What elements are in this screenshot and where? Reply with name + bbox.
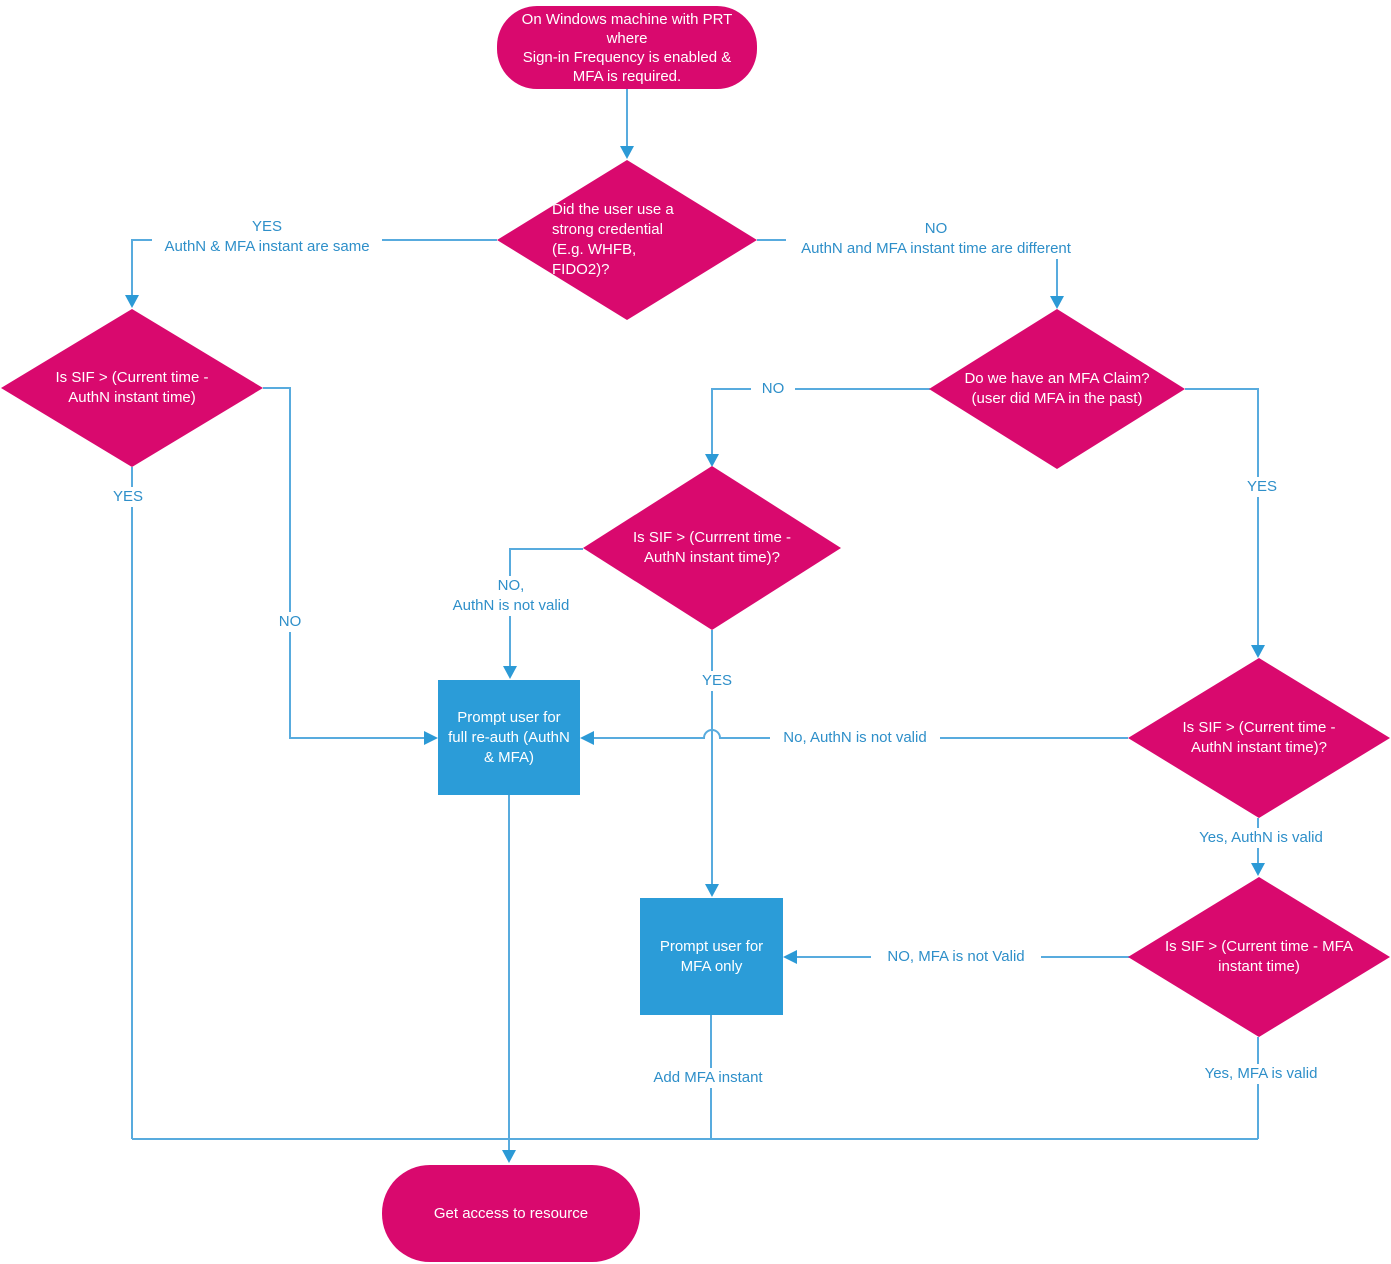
process-mfa-only: Prompt user for MFA only	[640, 898, 783, 1015]
edge-middle-no	[509, 548, 583, 667]
label-no-different: NO AuthN and MFA instant time are differ…	[786, 219, 1086, 259]
process-mfa-only-text: Prompt user for MFA only	[659, 937, 764, 975]
arrowhead-into-right-diamond	[1251, 645, 1265, 658]
decision-mfa-claim-text: Do we have an MFA Claim? (user did MFA i…	[964, 370, 1150, 407]
edge-left-no	[263, 387, 424, 739]
arrowhead-into-mfaonly-right	[783, 950, 797, 964]
arrowhead-into-reauth-right	[580, 731, 594, 745]
arrowhead-into-middle-diamond	[705, 454, 719, 467]
process-full-reauth: Prompt user for full re-auth (AuthN & MF…	[438, 680, 580, 795]
label-add-mfa-instant: Add MFA instant	[643, 1068, 773, 1088]
process-full-reauth-text: Prompt user for full re-auth (AuthN & MF…	[448, 708, 570, 766]
end-terminal-text: Get access to resource	[433, 1204, 589, 1222]
label-no-mfa-not-valid: NO, MFA is not Valid	[871, 947, 1041, 967]
start-terminal-text: On Windows machine with PRT where Sign-i…	[521, 10, 733, 85]
arrowhead-into-reauth-left	[424, 731, 438, 745]
arrowhead-into-end	[502, 1150, 516, 1163]
arrowhead-into-claim-diamond	[1050, 296, 1064, 309]
label-yes-mid: YES	[694, 671, 740, 691]
label-yes-claim: YES	[1239, 477, 1285, 497]
label-yes-mfa-valid: Yes, MFA is valid	[1191, 1064, 1331, 1084]
label-no-authn-not-valid-mid: NO, AuthN is not valid	[441, 576, 581, 616]
arrowhead-into-left-diamond	[125, 295, 139, 308]
label-yes-same: YES AuthN & MFA instant are same	[152, 217, 382, 257]
label-yes-left: YES	[105, 487, 151, 507]
start-terminal: On Windows machine with PRT where Sign-i…	[497, 6, 757, 89]
label-no-claim: NO	[751, 379, 795, 399]
end-terminal: Get access to resource	[382, 1165, 640, 1262]
arrowhead-into-reauth-top	[503, 666, 517, 679]
arrowhead-into-credential	[620, 146, 634, 159]
arrowhead-into-mfaonly-top	[705, 884, 719, 897]
decision-sif-authn-right-text: Is SIF > (Current time - AuthN instant t…	[1182, 719, 1336, 756]
decision-sif-mfa-text: Is SIF > (Current time - MFA instant tim…	[1165, 938, 1353, 975]
decision-sif-authn-middle-text: Is SIF > (Currrent time - AuthN instant …	[633, 529, 791, 566]
label-no-authn-not-valid-right: No, AuthN is not valid	[770, 728, 940, 748]
decision-strong-credential-text: Did the user use a strong credential (E.…	[552, 201, 674, 278]
arrowhead-into-mfa-diamond	[1251, 863, 1265, 876]
edge-right-no-hop	[594, 729, 1128, 739]
label-no-left: NO	[270, 612, 310, 632]
edge-claim-yes	[1185, 388, 1259, 646]
label-yes-authn-valid: Yes, AuthN is valid	[1186, 828, 1336, 848]
edge-claim-no	[711, 388, 930, 454]
decision-sif-authn-left-text: Is SIF > (Current time - AuthN instant t…	[55, 369, 209, 406]
